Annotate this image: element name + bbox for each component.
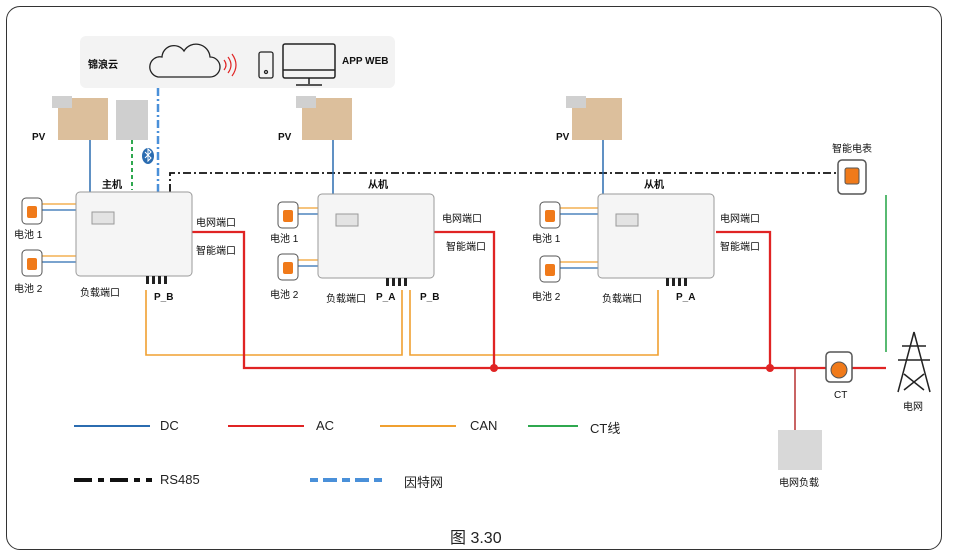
grid-port-label: 电网端口 xyxy=(442,210,482,225)
battery-icon xyxy=(540,202,560,228)
master-label: 主机 xyxy=(102,176,122,191)
pv-label: PV xyxy=(278,132,291,143)
pv-label: PV xyxy=(32,132,45,143)
port-pa-label: P_A xyxy=(376,292,395,303)
pv-panel-icon xyxy=(52,96,108,140)
battery1-label: 电池 1 xyxy=(532,230,560,245)
load-port-label: 负载端口 xyxy=(80,284,120,299)
smart-port-label: 智能端口 xyxy=(720,238,760,253)
grid-port-label: 电网端口 xyxy=(196,214,236,229)
grid-label: 电网 xyxy=(903,398,923,413)
load-port-label: 负载端口 xyxy=(602,290,642,305)
port-pa-label: P_A xyxy=(676,292,695,303)
battery-icon xyxy=(278,202,298,228)
pv-panel-icon xyxy=(566,96,622,140)
smart-port-label: 智能端口 xyxy=(196,242,236,257)
legend-dc: DC xyxy=(160,418,179,433)
port-pb-label: P_B xyxy=(154,292,173,303)
load-port-label: 负载端口 xyxy=(326,290,366,305)
app-web-label: APP WEB xyxy=(342,56,389,67)
grid-load-icon xyxy=(778,430,822,470)
battery-icon xyxy=(278,254,298,280)
smart-port-label: 智能端口 xyxy=(446,238,486,253)
bluetooth-icon xyxy=(142,148,154,164)
legend-internet: 因特网 xyxy=(404,472,443,491)
pv-panel-icon xyxy=(296,96,352,140)
battery1-label: 电池 1 xyxy=(14,226,42,241)
battery2-label: 电池 2 xyxy=(14,280,42,295)
legend-rs485: RS485 xyxy=(160,472,200,487)
inverter-slave-1 xyxy=(318,194,434,286)
port-pb-label: P_B xyxy=(420,292,439,303)
legend-can: CAN xyxy=(470,418,497,433)
grid-port-label: 电网端口 xyxy=(720,210,760,225)
slave-label: 从机 xyxy=(368,176,388,191)
figure-caption: 图 3.30 xyxy=(450,524,502,548)
ct-label: CT xyxy=(834,390,847,401)
inverter-master xyxy=(76,192,192,284)
battery2-label: 电池 2 xyxy=(270,286,298,301)
grid-load-label: 电网负载 xyxy=(779,474,819,489)
battery1-label: 电池 1 xyxy=(270,230,298,245)
smart-meter-icon xyxy=(838,160,866,194)
legend-ct: CT线 xyxy=(590,418,620,437)
pv-label: PV xyxy=(556,132,569,143)
slave-label: 从机 xyxy=(644,176,664,191)
dongle-icon xyxy=(116,100,148,140)
cloud-label: 锦浪云 xyxy=(88,56,118,71)
battery-icon xyxy=(22,198,42,224)
ct-icon xyxy=(826,352,852,382)
battery-icon xyxy=(22,250,42,276)
meter-label: 智能电表 xyxy=(832,140,872,155)
battery2-label: 电池 2 xyxy=(532,288,560,303)
battery-icon xyxy=(540,256,560,282)
inverter-slave-2 xyxy=(598,194,714,286)
grid-tower-icon xyxy=(898,332,930,392)
legend-ac: AC xyxy=(316,418,334,433)
